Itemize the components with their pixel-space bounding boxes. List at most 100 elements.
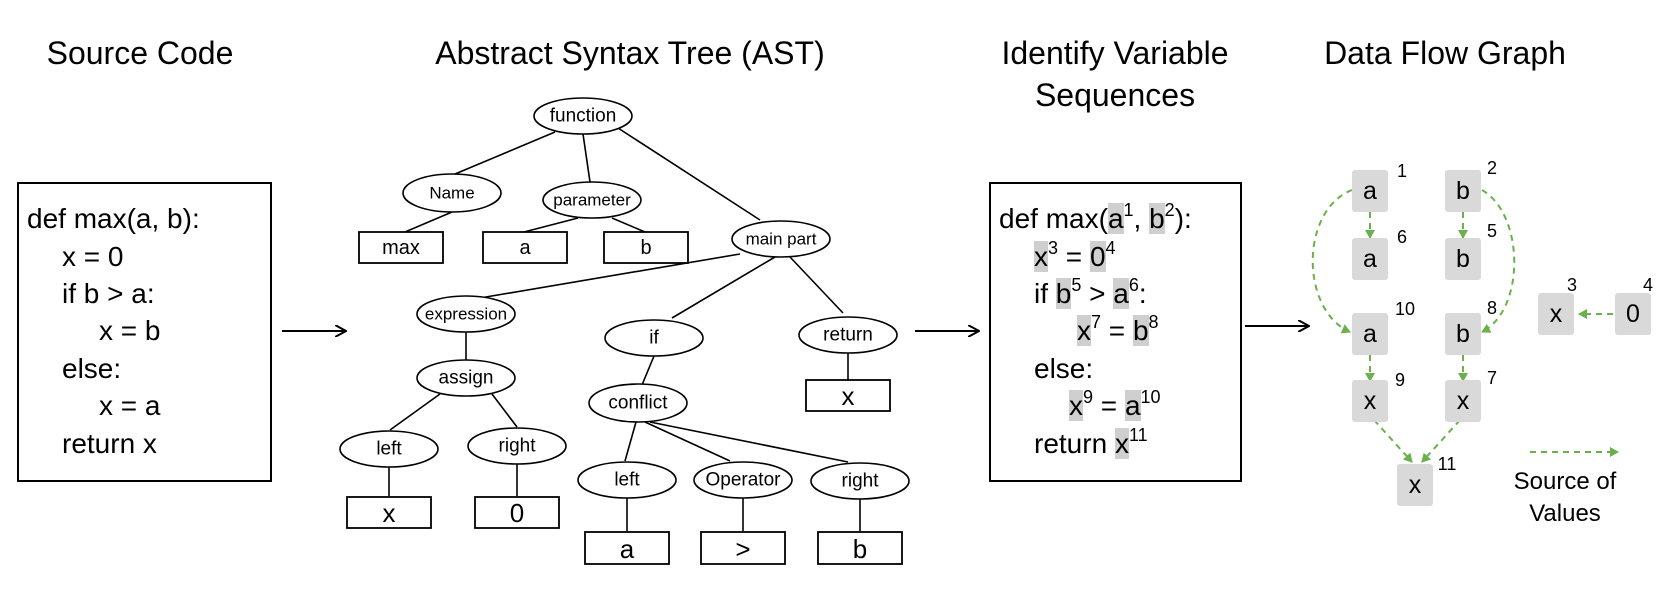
identify-line-2: x3 = 04 [1034,238,1116,274]
ast-node-right-1 [467,427,567,465]
ast-leaf-b [603,231,689,264]
dfg-num-x9: 9 [1395,370,1405,390]
identify-close: ): [1174,203,1192,234]
ast-node-assign [416,359,516,397]
ast-label-parameter: parameter [553,191,631,210]
dfg-node-z4 [1615,293,1651,335]
identify-num-11: 11 [1128,425,1148,445]
identify-line-5: else: [1034,353,1094,384]
identify-gt: > [1081,278,1114,309]
ast-leaf-cond-b [817,531,903,565]
identify-var-x3: x [1034,241,1048,272]
ast-label-main-part: main part [746,230,817,249]
ast-edge-mainpart-expression [479,253,741,299]
dfg-num-a1: 1 [1397,161,1407,181]
ast-edge-conflict-operator [644,421,731,462]
dfg-label-a1: a [1363,177,1377,205]
ast-label-cond-a: a [620,534,635,564]
identify-line-6: x9 = a10 [1069,387,1161,423]
ast-label-name: Name [429,184,474,203]
ast-edge-parameter-a [523,217,579,233]
identify-var-b8: b [1132,315,1149,346]
ast-edge-function-parameter [582,133,591,183]
ast-label-function: function [550,106,617,127]
ast-label-x: x [383,498,396,528]
source-line-1: def max(a, b): [27,203,200,234]
dfg-node-x11 [1397,464,1433,506]
dfg-num-b2: 2 [1487,158,1497,178]
ast-node-operator [693,461,793,499]
identify-line-1: def max(a1, b2): [999,200,1192,236]
ast-node-main-part [731,220,831,258]
dfg-edge-a1-a10 [1311,189,1353,334]
ast-label-gt: > [735,534,750,564]
identify-var-b2: b [1149,203,1165,234]
ast-label-right-2: right [842,471,880,492]
dfg-label-x7: x [1457,387,1470,415]
ast-leaf-return-x [805,379,891,412]
source-line-4: x = b [99,315,161,346]
ast-label-cond-b: b [853,534,867,564]
ast-node-if [604,319,704,357]
dfg-legend-label: Source of Values [1490,466,1640,530]
dfg-edge-x7-x11 [1421,419,1461,463]
ast-node-return [798,316,898,354]
dfg-edges [1311,189,1619,463]
source-line-2: x = 0 [62,241,124,272]
ast-edge-function-name [454,131,556,175]
dfg-num-z4: 4 [1643,275,1653,295]
dfg-node-b8 [1445,313,1481,355]
dfg-numbers: 1 2 6 5 10 8 9 7 11 3 4 [1395,158,1653,474]
dfg-edge-b2-b8 [1481,189,1516,333]
ast-label-right-1: right [499,436,537,457]
dfg-legend-line2: Values [1529,500,1601,527]
dfg-node-b2 [1445,170,1481,212]
ast-node-left-2 [577,461,677,499]
ast-edges [388,127,861,531]
dfg-num-a10: 10 [1395,299,1415,319]
ast-label-conflict: conflict [608,393,668,414]
ast-leaf-cond-a [584,531,670,565]
ast-label-assign: assign [439,368,494,389]
title-identify-line2: Sequences [1034,77,1196,113]
ast-node-expression [416,295,516,333]
identify-if: if [1034,278,1056,309]
identify-var-a1: a [1107,203,1124,234]
identify-num-2: 2 [1164,200,1175,220]
identify-var-a6: a [1113,278,1129,309]
dfg-num-b8: 8 [1487,298,1497,318]
ast-node-conflict [588,383,688,423]
identify-colon: : [1138,278,1147,309]
dfg-num-x3: 3 [1567,275,1577,295]
ast-leaf-gt [700,531,786,565]
dfg-label-a6: a [1363,245,1377,273]
identify-num-6: 6 [1128,275,1139,295]
ast-label-left-1: left [376,439,402,460]
dfg-label-b5: b [1456,245,1470,273]
identify-num-4: 4 [1105,238,1116,258]
identify-num-10: 10 [1140,387,1161,407]
source-line-7: return x [62,428,157,459]
dfg-node-x3 [1538,293,1574,335]
identify-var-x7: x [1077,315,1091,346]
identify-num-5: 5 [1071,275,1082,295]
dfg-num-x7: 7 [1487,368,1497,388]
identify-return: return [1034,428,1115,459]
ast-edge-mainpart-if [671,256,776,319]
ast-edge-name-max [404,211,453,233]
ast-label-return-x: x [842,381,855,411]
ast-nodes [339,97,910,500]
ast-edge-function-mainpart [617,127,761,221]
title-source-code: Source Code [46,35,234,71]
source-line-6: x = a [99,390,161,421]
title-data-flow-graph: Data Flow Graph [1324,35,1566,71]
identify-eq2: = [1101,315,1133,346]
ast-node-right-2 [810,462,910,500]
ast-edge-parameter-b [611,217,646,233]
dfg-label-b8: b [1456,320,1470,348]
identify-num-9: 9 [1083,387,1094,407]
identify-num-1: 1 [1123,200,1134,220]
identify-var-b5: b [1055,278,1072,309]
source-line-3: if b > a: [62,278,155,309]
